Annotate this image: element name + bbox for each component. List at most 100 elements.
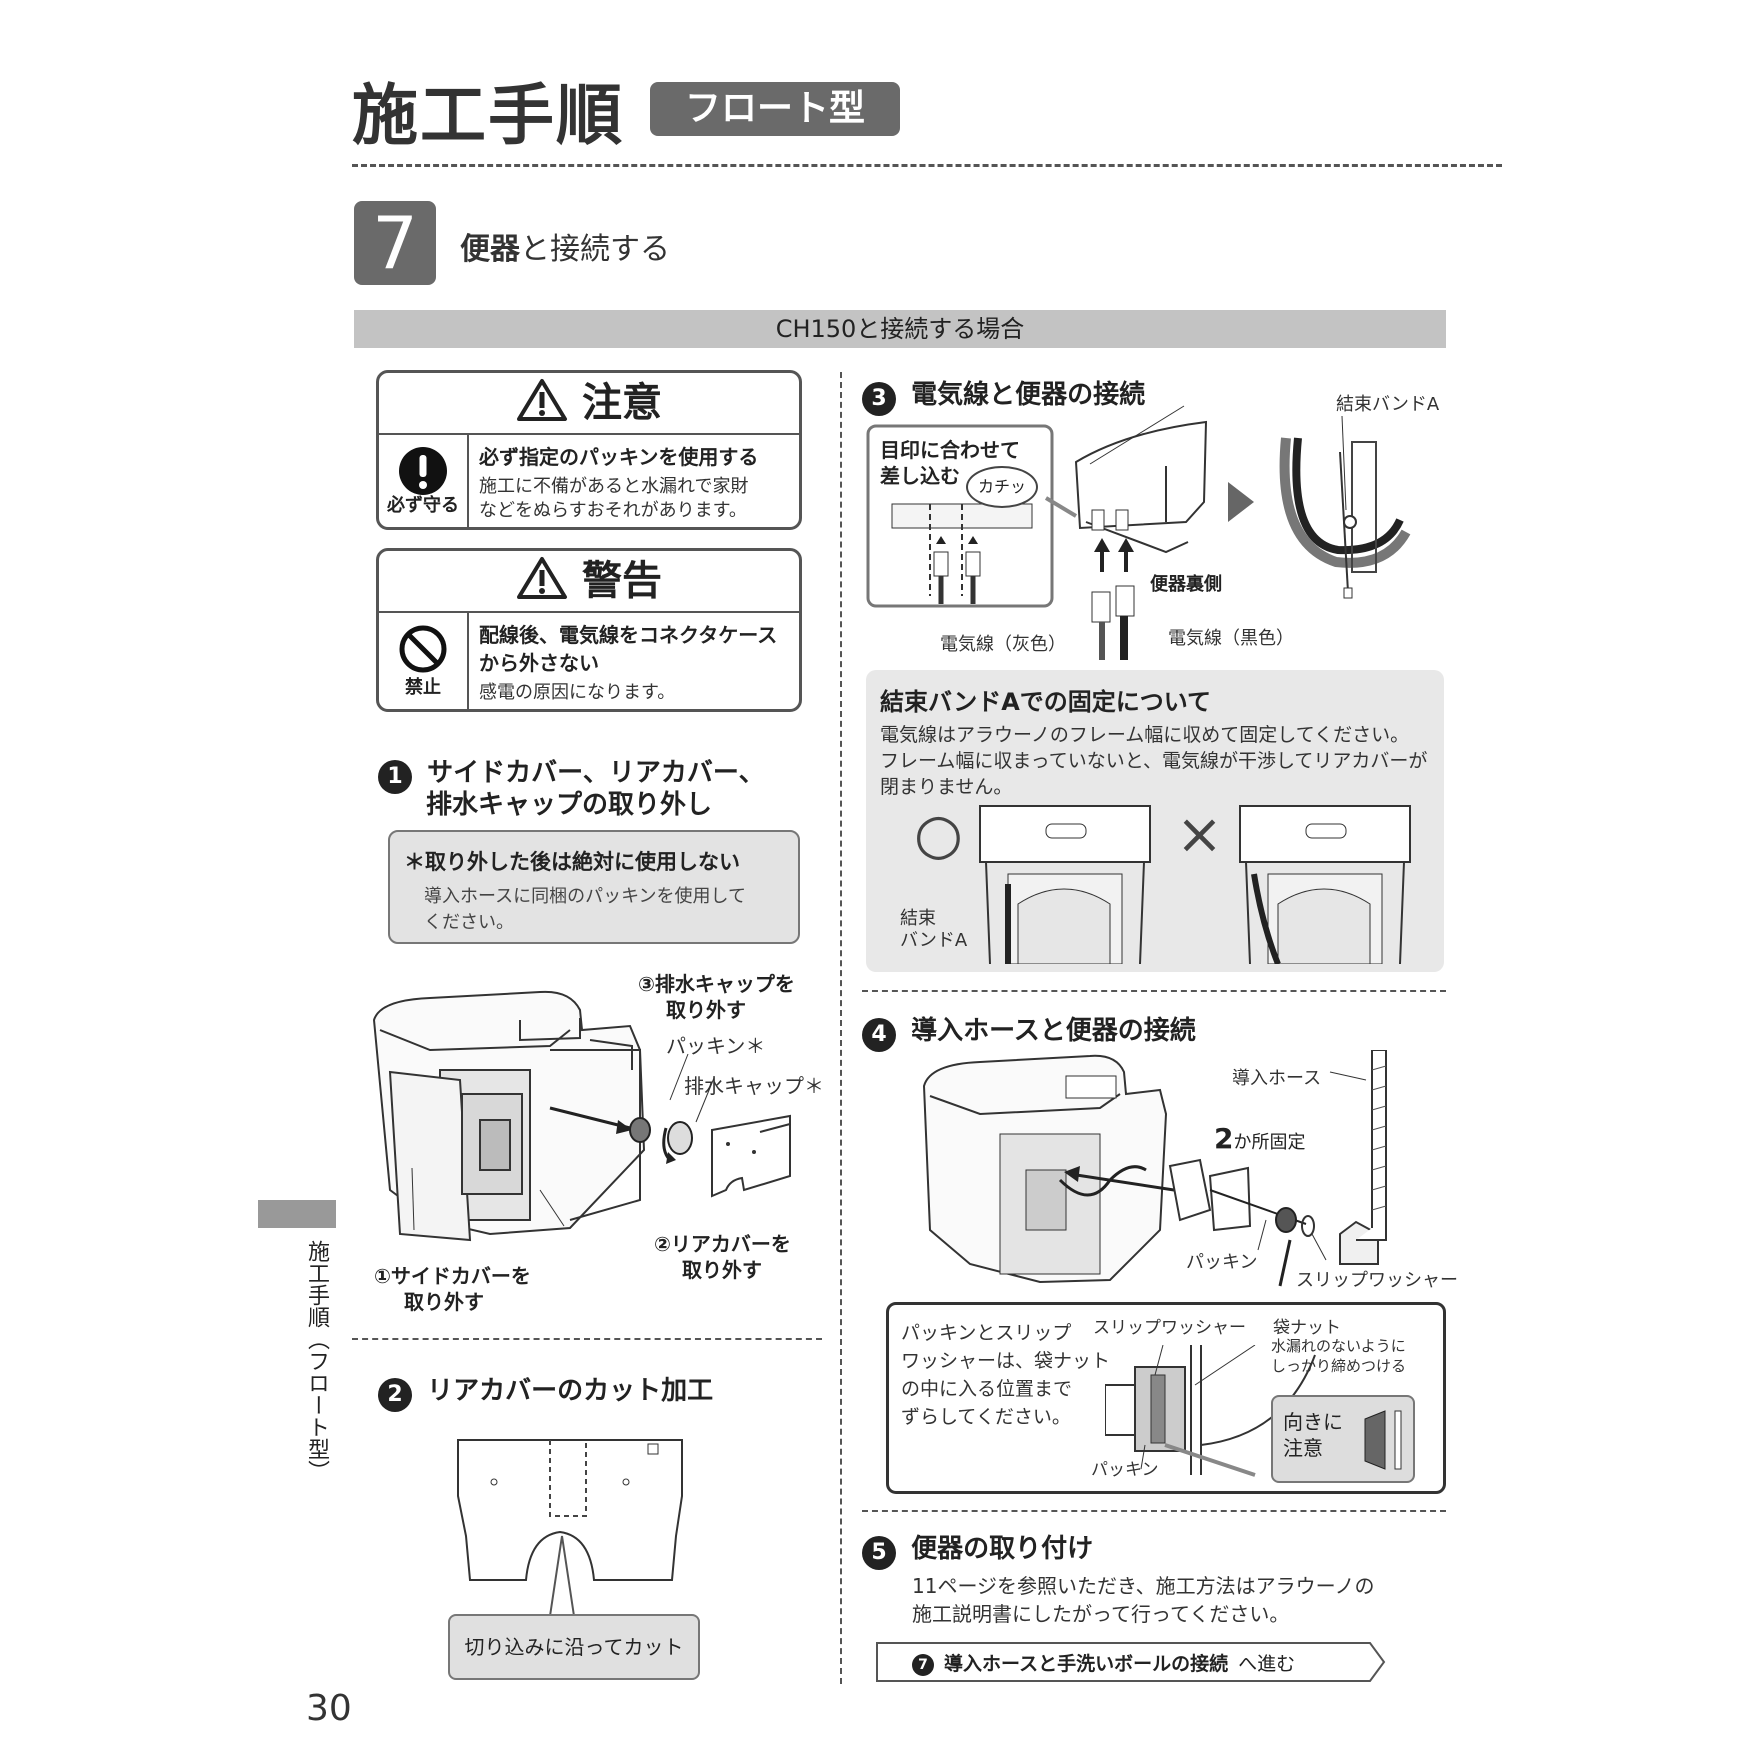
detail-nut-label: 袋ナット <box>1273 1318 1341 1338</box>
step4-number: 4 <box>862 1017 896 1052</box>
step1-callout-1a: ①サイドカバーを <box>374 1264 531 1288</box>
band-info-line2: フレーム幅に収まっていないと、電気線が干渉してリアカバーが <box>880 750 1428 772</box>
detail-packing-label: パッキン <box>1091 1460 1159 1480</box>
step4-illustration <box>922 1050 1387 1287</box>
cut-instruction-box: 切り込みに沿ってカット <box>448 1614 700 1680</box>
step3-number: 3 <box>862 381 896 416</box>
column-divider <box>840 372 842 1684</box>
band-info-line3: 閉まりません。 <box>880 776 1013 798</box>
next-step-suffix: へ進む <box>1238 1653 1296 1675</box>
drain-cap-label: 排水キャップ＊ <box>684 1074 824 1098</box>
caution-text-1: 施工に不備があると水漏れで家財 <box>479 476 749 497</box>
step5-text-1: 11ページを参照いただき、施工方法はアラウーノの <box>912 1574 1375 1598</box>
step4-divider <box>862 1510 1446 1512</box>
next-step-number: 7 <box>912 1653 934 1676</box>
hose-label: 導入ホース <box>1232 1068 1322 1089</box>
header-divider <box>352 164 1502 167</box>
step3-divider <box>862 990 1446 992</box>
type-badge: フロート型 <box>650 82 900 136</box>
click-bubble: カチッ <box>966 466 1038 508</box>
toilet-back-label: 便器裏側 <box>1150 574 1222 595</box>
step1-illustration <box>372 990 791 1242</box>
band-label-1: 結束 <box>900 908 936 929</box>
mandatory-label: 必ず守る <box>387 495 459 516</box>
side-chapter-label: 施工手順（フロート型） <box>304 1240 329 1482</box>
step1-title-1: サイドカバー、リアカバー、 <box>427 758 765 788</box>
band-info-title: 結束バンドAでの固定について <box>880 688 1212 716</box>
step1-callout-3b: 取り外す <box>666 998 746 1022</box>
direction-text-1: 向きに <box>1283 1410 1343 1434</box>
step4-title: 導入ホースと便器の接続 <box>911 1016 1196 1046</box>
step1-callout-2b: 取り外す <box>682 1258 762 1282</box>
warning-bold-2: から外さない <box>479 651 599 675</box>
step2-title: リアカバーのカット加工 <box>427 1376 714 1406</box>
step1-callout-1b: 取り外す <box>404 1290 484 1314</box>
next-step-title: 導入ホースと手洗いボールの接続 <box>944 1653 1229 1675</box>
step4-packing-label: パッキン <box>1186 1252 1258 1273</box>
detail-nut-note-1: 水漏れのないように <box>1271 1337 1406 1355</box>
step1-heading: 1 サイドカバー、リアカバー、 <box>378 752 765 794</box>
prohibited-label: 禁止 <box>405 677 441 698</box>
rear-cover-cut-diagram <box>457 1439 683 1617</box>
step3-title: 電気線と便器の接続 <box>911 380 1146 410</box>
detail-text-1: パッキンとスリップ <box>901 1322 1072 1344</box>
step5-heading: 5 便器の取り付け <box>862 1528 1093 1570</box>
direction-text-2: 注意 <box>1283 1436 1323 1460</box>
step5-title: 便器の取り付け <box>911 1534 1094 1564</box>
step4-detail-box: パッキンとスリップ ワッシャーは、袋ナット の中に入る位置まで ずらしてください… <box>886 1302 1446 1494</box>
section-bar: CH150と接続する場合 <box>354 310 1446 348</box>
step1-note-2: ください。 <box>424 912 514 933</box>
step1-note-bold: ＊取り外した後は絶対に使用しない <box>404 850 740 874</box>
caution-heading: 注意 <box>379 373 799 435</box>
caution-icon-column: 必ず守る <box>379 435 469 527</box>
step1-title-2: 排水キャップの取り外し <box>426 790 713 820</box>
band-label-2: バンドA <box>900 930 968 951</box>
sidebar-tab <box>258 1200 336 1228</box>
step5-text-2: 施工説明書にしたがって行ってください。 <box>912 1602 1290 1626</box>
page-number: 30 <box>306 1688 352 1729</box>
washer-direction-icon <box>1364 1410 1402 1470</box>
band-info-line1: 電気線はアラウーノのフレーム幅に収めて固定してください。 <box>880 724 1410 746</box>
detail-text-2: ワッシャーは、袋ナット <box>901 1350 1111 1372</box>
step3-heading: 3 電気線と便器の接続 <box>862 374 1145 416</box>
step1-callout-3a: ③排水キャップを <box>638 972 795 996</box>
step1-divider <box>352 1338 822 1340</box>
prohibited-icon <box>399 625 447 673</box>
click-text: カチッ <box>977 477 1026 496</box>
step-number: 7 <box>354 201 436 285</box>
detail-text-3: の中に入る位置まで <box>901 1378 1073 1400</box>
step1-number: 1 <box>378 759 412 794</box>
mandatory-icon <box>399 447 447 495</box>
step2-heading: 2 リアカバーのカット加工 <box>378 1370 713 1412</box>
caution-text-2: などをぬらすおそれがあります。 <box>479 500 747 521</box>
ok-mark: ○ <box>914 802 963 867</box>
warning-text: 感電の原因になります。 <box>479 682 676 703</box>
cut-instruction-text: 切り込みに沿ってカット <box>464 1635 684 1659</box>
detail-nut-note-2: しっかり締めつける <box>1271 1357 1407 1375</box>
wire-gray-label: 電気線（灰色） <box>940 634 1066 655</box>
nut-detail-diagram <box>1105 1345 1316 1477</box>
step-title: 便器と接続する <box>460 232 670 267</box>
ng-mark: × <box>1176 802 1223 867</box>
step1-note: ＊取り外した後は絶対に使用しない 導入ホースに同梱のパッキンを使用して ください… <box>388 830 800 944</box>
step5-number: 5 <box>862 1535 896 1570</box>
wire-black-label: 電気線（黒色） <box>1168 628 1294 649</box>
warning-triangle-icon <box>517 557 568 599</box>
band-a-label: 結束バンドA <box>1336 394 1440 415</box>
two-fix-label: 2か所固定 <box>1214 1122 1306 1155</box>
direction-note: 向きに 注意 <box>1271 1395 1415 1483</box>
caution-box: 注意 必ず守る 必ず指定のパッキンを使用する 施工に不備があると水漏れで家財 な… <box>376 370 802 530</box>
step3-inset-2: 差し込む <box>880 464 960 488</box>
warning-bold-1: 配線後、電気線をコネクタケース <box>479 623 778 647</box>
warning-triangle-icon <box>517 379 568 421</box>
step1-note-1: 導入ホースに同梱のパッキンを使用して <box>424 886 747 907</box>
warning-icon-column: 禁止 <box>379 613 469 709</box>
step1-callout-2a: ②リアカバーを <box>654 1232 791 1256</box>
step4-heading: 4 導入ホースと便器の接続 <box>862 1010 1196 1052</box>
warning-box: 警告 禁止 配線後、電気線をコネクタケース から外さない 感電の原因になります。 <box>376 548 802 712</box>
warning-heading: 警告 <box>379 551 799 613</box>
next-step-arrow-frame <box>876 1642 1386 1682</box>
band-info-box: 結束バンドAでの固定について 電気線はアラウーノのフレーム幅に収めて固定してくだ… <box>866 670 1444 972</box>
step3-inset-1: 目印に合わせて <box>880 438 1020 462</box>
step2-number: 2 <box>378 1377 412 1412</box>
